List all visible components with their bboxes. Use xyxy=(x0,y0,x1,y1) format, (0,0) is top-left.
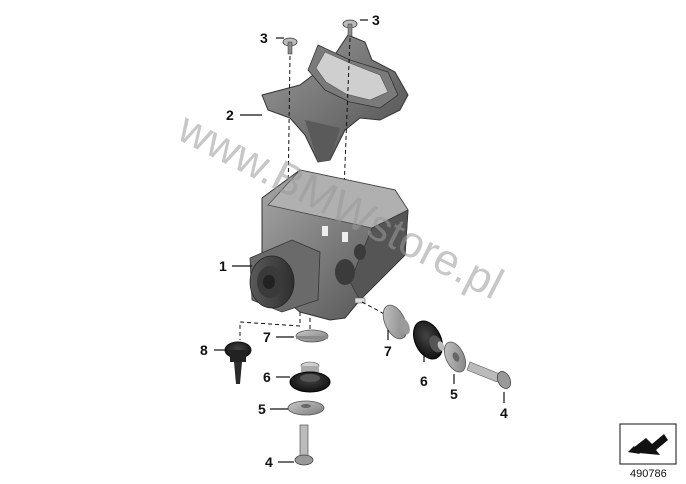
screw-3-left xyxy=(282,37,298,55)
washer-7-lower xyxy=(295,329,329,343)
bolt-4-right xyxy=(466,361,512,389)
callout-4: 4 xyxy=(265,454,273,470)
callout-8: 8 xyxy=(200,342,208,358)
bolt-4-lower xyxy=(294,424,314,466)
callout-4: 4 xyxy=(500,405,508,421)
callout-2: 2 xyxy=(226,107,234,123)
alignment-line xyxy=(239,312,301,340)
callout-5: 5 xyxy=(450,386,458,402)
rubber-bushing-6-right xyxy=(412,320,445,360)
arrow-box-icon xyxy=(619,423,677,465)
callout-7: 7 xyxy=(263,329,271,345)
rubber-knob-part xyxy=(224,341,252,384)
rubber-bushing-6-lower xyxy=(289,361,331,393)
callout-1: 1 xyxy=(219,258,227,274)
washer-5-right xyxy=(444,341,466,373)
bracket-part xyxy=(261,34,409,163)
callout-3: 3 xyxy=(260,30,268,46)
callout-7: 7 xyxy=(384,343,392,359)
screw-3-right xyxy=(342,19,358,37)
alignment-line xyxy=(287,55,291,201)
callout-3: 3 xyxy=(372,12,380,28)
washer-7-right xyxy=(382,304,410,340)
washer-5-lower xyxy=(287,400,325,416)
diagram-id: 490786 xyxy=(630,468,667,480)
callout-6: 6 xyxy=(420,373,428,389)
abs-unit-part xyxy=(249,169,409,321)
callout-6: 6 xyxy=(263,369,271,385)
callout-5: 5 xyxy=(258,401,266,417)
